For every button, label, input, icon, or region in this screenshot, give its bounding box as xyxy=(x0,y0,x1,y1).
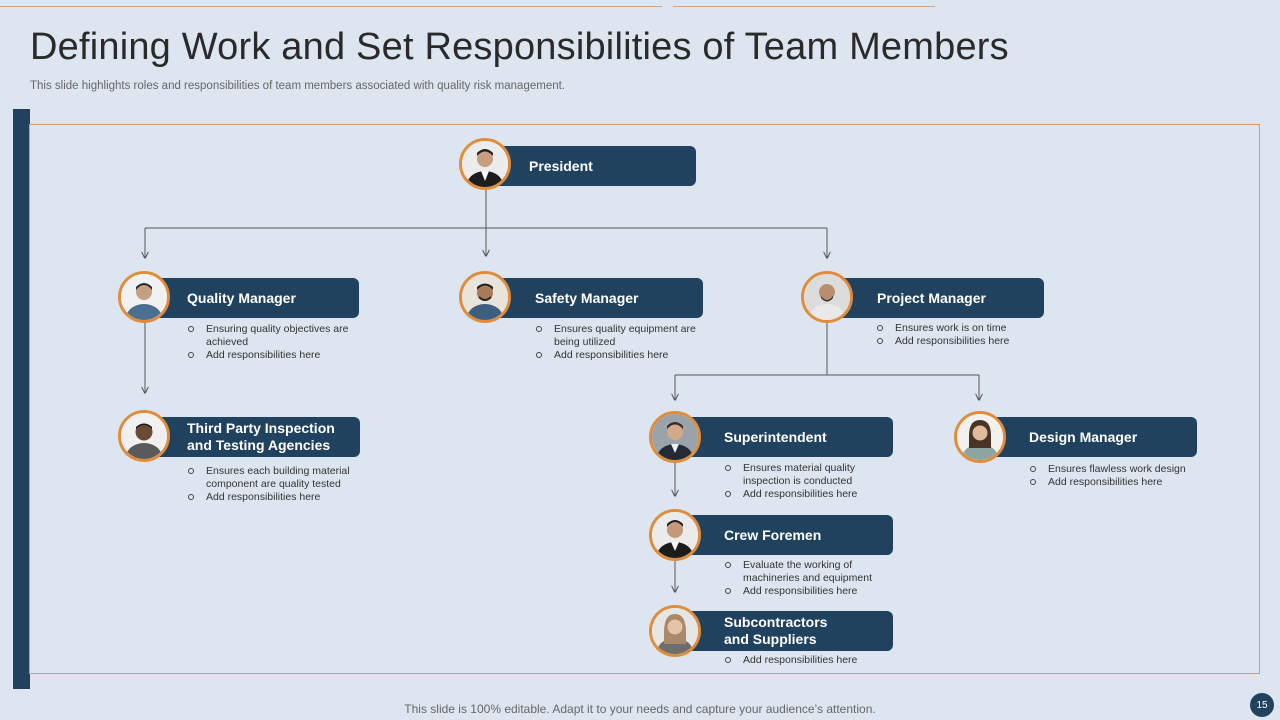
responsibility-list-safety-manager: Ensures quality equipment are being util… xyxy=(535,323,705,362)
avatar-superintendent xyxy=(649,411,701,463)
person-photo-icon xyxy=(652,414,698,460)
avatar-quality-manager xyxy=(118,271,170,323)
role-title-safety-manager: Safety Manager xyxy=(535,289,639,306)
role-bar-superintendent: Superintendent xyxy=(673,417,893,457)
role-title-subcontractors: Subcontractors and Suppliers xyxy=(724,614,827,648)
role-title-third-party-inspection: Third Party Inspection and Testing Agenc… xyxy=(187,420,335,454)
role-title-project-manager: Project Manager xyxy=(877,289,986,306)
role-title-crew-foremen: Crew Foremen xyxy=(724,526,822,543)
person-photo-icon xyxy=(652,512,698,558)
responsibility-item: Ensures quality equipment are being util… xyxy=(535,323,705,349)
role-bar-third-party-inspection: Third Party Inspection and Testing Agenc… xyxy=(142,417,360,457)
role-title-superintendent: Superintendent xyxy=(724,428,827,445)
slide-title: Defining Work and Set Responsibilities o… xyxy=(30,26,1009,68)
responsibility-item: Add responsibilities here xyxy=(1029,476,1204,489)
top-rule-left xyxy=(0,6,662,7)
person-photo-icon xyxy=(462,274,508,320)
responsibility-list-crew-foremen: Evaluate the working of machineries and … xyxy=(724,559,889,598)
avatar-subcontractors xyxy=(649,605,701,657)
avatar-crew-foremen xyxy=(649,509,701,561)
role-bar-design-manager: Design Manager xyxy=(978,417,1197,457)
slide-subtitle: This slide highlights roles and responsi… xyxy=(30,80,565,92)
responsibility-item: Add responsibilities here xyxy=(876,335,1046,348)
left-accent-bar xyxy=(13,109,30,689)
person-photo-icon xyxy=(121,413,167,459)
avatar-safety-manager xyxy=(459,271,511,323)
responsibility-item: Add responsibilities here xyxy=(535,349,705,362)
person-photo-icon xyxy=(804,274,850,320)
role-title-line1: Subcontractors xyxy=(724,614,828,630)
role-bar-subcontractors: Subcontractors and Suppliers xyxy=(673,611,893,651)
responsibility-list-quality-manager: Ensuring quality objectives are achieved… xyxy=(187,323,352,362)
role-bar-safety-manager: Safety Manager xyxy=(484,278,703,318)
content-frame xyxy=(29,124,1260,674)
responsibility-list-subcontractors: Add responsibilities here xyxy=(724,654,889,667)
responsibility-item: Ensuring quality objectives are achieved xyxy=(187,323,352,349)
role-title-quality-manager: Quality Manager xyxy=(187,289,296,306)
avatar-design-manager xyxy=(954,411,1006,463)
role-bar-project-manager: Project Manager xyxy=(826,278,1044,318)
person-photo-icon xyxy=(121,274,167,320)
responsibility-item: Ensures work is on time xyxy=(876,322,1046,335)
role-title-design-manager: Design Manager xyxy=(1029,428,1138,445)
page-number-badge: 15 xyxy=(1250,693,1274,717)
person-photo-icon xyxy=(462,141,508,187)
person-photo-icon xyxy=(652,608,698,654)
responsibility-item: Ensures flawless work design xyxy=(1029,463,1204,476)
responsibility-item: Add responsibilities here xyxy=(724,654,889,667)
role-bar-crew-foremen: Crew Foremen xyxy=(673,515,893,555)
role-bar-quality-manager: Quality Manager xyxy=(142,278,359,318)
responsibility-item: Ensures each building material component… xyxy=(187,465,362,491)
role-title-line1: Third Party Inspection xyxy=(187,420,335,436)
responsibility-item: Add responsibilities here xyxy=(724,488,889,501)
responsibility-item: Add responsibilities here xyxy=(187,349,352,362)
avatar-president xyxy=(459,138,511,190)
responsibility-item: Ensures material quality inspection is c… xyxy=(724,462,889,488)
responsibility-list-superintendent: Ensures material quality inspection is c… xyxy=(724,462,889,501)
responsibility-list-project-manager: Ensures work is on time Add responsibili… xyxy=(876,322,1046,348)
avatar-third-party-inspection xyxy=(118,410,170,462)
responsibility-list-third-party-inspection: Ensures each building material component… xyxy=(187,465,362,504)
responsibility-item: Add responsibilities here xyxy=(724,585,889,598)
responsibility-item: Evaluate the working of machineries and … xyxy=(724,559,889,585)
role-title-line2: and Suppliers xyxy=(724,631,817,647)
slide-footer-note: This slide is 100% editable. Adapt it to… xyxy=(404,702,876,716)
responsibility-item: Add responsibilities here xyxy=(187,491,362,504)
avatar-project-manager xyxy=(801,271,853,323)
person-photo-icon xyxy=(957,414,1003,460)
role-bar-president: President xyxy=(484,146,696,186)
role-title-president: President xyxy=(529,157,593,174)
responsibility-list-design-manager: Ensures flawless work design Add respons… xyxy=(1029,463,1204,489)
top-rule-right xyxy=(673,6,935,7)
role-title-line2: and Testing Agencies xyxy=(187,437,331,453)
